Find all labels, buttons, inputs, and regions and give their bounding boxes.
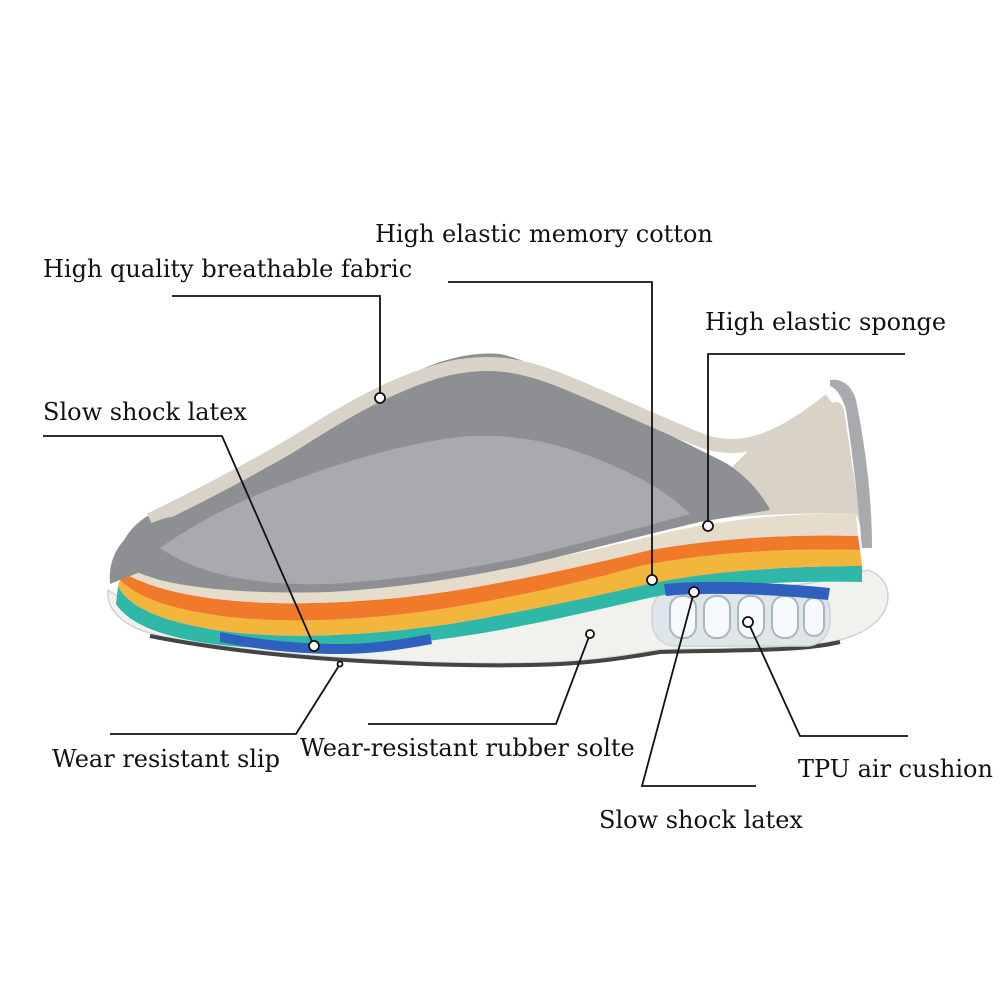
callout-latex-top: Slow shock latex xyxy=(43,398,320,652)
insole xyxy=(122,513,858,604)
callout-tpu: TPU air cushion xyxy=(742,616,993,783)
leader-rubber xyxy=(368,633,591,725)
pointer-dot-latex-bottom xyxy=(688,586,700,598)
leader-sponge xyxy=(707,353,905,526)
collar-trim xyxy=(146,357,835,527)
pointer-dot-fabric xyxy=(374,392,386,404)
toe-mesh xyxy=(109,514,196,584)
callout-latex-bottom: Slow shock latex xyxy=(599,586,803,834)
leader-fabric xyxy=(172,295,381,398)
tread-edge xyxy=(149,634,841,668)
pointer-dot-latex-top xyxy=(308,640,320,652)
label-rubber: Wear-resistant rubber solte xyxy=(300,734,635,762)
callout-slip: Wear resistant slip xyxy=(52,660,344,773)
yellow-layer xyxy=(118,549,862,636)
label-sponge: High elastic sponge xyxy=(705,308,946,336)
memory-cotton-layer xyxy=(120,535,860,621)
latex-strip-front xyxy=(220,632,432,654)
pointer-dot-rubber xyxy=(585,629,595,639)
label-latex-bottom: Slow shock latex xyxy=(599,806,803,834)
leader-tpu xyxy=(747,621,908,737)
leader-slip xyxy=(110,663,341,735)
latex-strip-heel xyxy=(664,581,830,600)
label-slip: Wear resistant slip xyxy=(52,745,280,773)
pointer-dot-memory xyxy=(646,574,658,586)
pointer-dot-tpu xyxy=(742,616,754,628)
shoe-illustration xyxy=(107,353,889,668)
pointer-dot-sponge xyxy=(702,520,714,532)
leader-latex-bottom xyxy=(640,591,756,787)
callouts: High quality breathable fabric High elas… xyxy=(43,220,993,834)
leader-latex-top xyxy=(43,435,315,647)
label-fabric: High quality breathable fabric xyxy=(43,255,412,283)
label-memory: High elastic memory cotton xyxy=(375,220,713,248)
label-latex-top: Slow shock latex xyxy=(43,398,247,426)
label-tpu: TPU air cushion xyxy=(798,755,993,783)
leader-memory xyxy=(448,281,653,580)
callout-sponge: High elastic sponge xyxy=(702,308,946,532)
callout-memory: High elastic memory cotton xyxy=(375,220,713,586)
inner-lining xyxy=(160,435,690,585)
callout-fabric: High quality breathable fabric xyxy=(43,255,412,404)
callout-rubber: Wear-resistant rubber solte xyxy=(300,629,635,762)
pointer-dot-slip xyxy=(336,660,344,668)
heel-mesh xyxy=(830,379,872,548)
